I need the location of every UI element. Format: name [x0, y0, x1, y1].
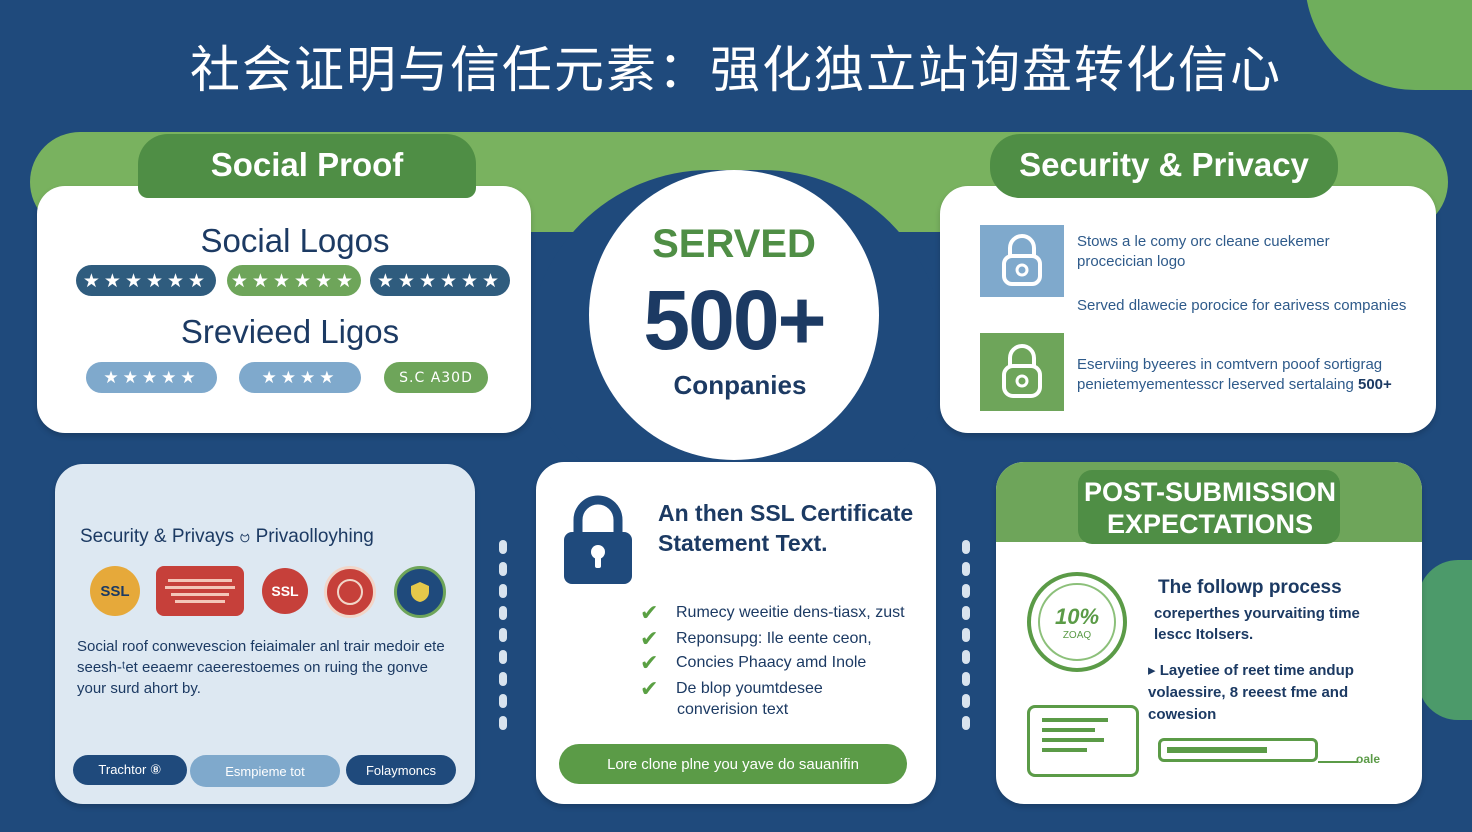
served-label: SERVED [652, 222, 816, 266]
checklist-continuation: converision text [677, 701, 789, 718]
star-rating-row: ★★★★★★ [370, 265, 510, 296]
page-title: 社会证明与信任元素：强化独立站询盘转化信心 [190, 41, 1282, 99]
ssl-badge-icon: SSL [90, 566, 140, 616]
progress-line [1318, 761, 1358, 763]
divider [499, 540, 507, 738]
trust-badges-body: Social roof conwevescion feiaimaler anl … [77, 638, 445, 697]
followup-title: The followp process [1158, 577, 1342, 598]
social-proof-header: Social Proof [138, 134, 476, 198]
arrow-icon: ▸ [1148, 662, 1160, 679]
check-icon: ✔ [640, 600, 659, 625]
guarantee-seal-icon: 10% ZOAQ [1027, 572, 1127, 672]
social-logos-title: Social Logos [200, 222, 390, 259]
star-rating-row: ★★★★★★ [76, 265, 216, 296]
reviewed-logos-title: Srevieed Ligos [180, 313, 400, 350]
cta-button[interactable]: Lore clone plne you yave do sauanifin [559, 744, 907, 784]
trust-badges-card [55, 464, 475, 804]
round-seal-icon [324, 566, 376, 618]
checklist-item: ✔Rumecy weeitie dens-tiasx, zust [640, 600, 905, 625]
trust-badges-title: Security & Privays ဗ Privaolloyhing [80, 526, 374, 547]
served-circle [589, 170, 879, 460]
post-submission-header-pill [1078, 470, 1340, 544]
security-privacy-header: Security & Privacy [990, 134, 1338, 198]
star-rating-row: ★★★★ [239, 362, 361, 393]
form-preview-icon [1027, 705, 1139, 777]
tracker-button[interactable]: Trachtor ⑧ [73, 755, 187, 785]
padlock-icon [562, 494, 634, 586]
progress-bar [1158, 738, 1318, 762]
security-item-text: Stows a le comy orc cleane cuekemer proc… [1077, 233, 1330, 270]
security-item-text: Served dlawecie porocice for earivess co… [1077, 297, 1407, 314]
served-number: 500+ [643, 273, 826, 367]
progress-label: oale [1356, 752, 1381, 766]
secondary-button[interactable]: Esmpieme tot [190, 755, 340, 787]
check-icon: ✔ [640, 676, 659, 701]
star-rating-row: ★★★★★★ [227, 265, 361, 296]
check-icon: ✔ [640, 650, 659, 675]
decorative-blob [1418, 560, 1472, 720]
award-badge: S.C A30D [384, 362, 488, 393]
secured-seal-icon [156, 566, 244, 616]
check-icon: ✔ [640, 626, 659, 651]
ssl-red-badge-icon: SSL [262, 568, 308, 614]
security-item-text: Eserviing byeeres in comtvern pooof sort… [1077, 356, 1392, 393]
checklist-item: ✔Concies Phaacy amd Inole [640, 650, 867, 675]
lock-icon [980, 225, 1064, 297]
followup-bullet: ▸ Layetiee of reet time andup volaessire… [1148, 662, 1354, 723]
followup-body: coreperthes yourvaiting time lescc Itols… [1154, 605, 1360, 643]
companies-label: Conpanies [673, 370, 807, 400]
lock-icon [980, 333, 1064, 411]
checklist-item: ✔De blop youmtdesee [640, 676, 823, 701]
ssl-statement-title: An then SSL Certificate Statement Text. [658, 500, 914, 556]
shield-emblem-icon [394, 566, 446, 618]
checklist-item: ✔Reponsupg: Ile eente ceon, [640, 626, 872, 651]
divider [962, 540, 970, 738]
follow-button[interactable]: Folaymoncs [346, 755, 456, 785]
post-submission-header: POST-SUBMISSION EXPECTATIONS [1083, 477, 1337, 539]
star-rating-row: ★★★★★ [86, 362, 217, 393]
